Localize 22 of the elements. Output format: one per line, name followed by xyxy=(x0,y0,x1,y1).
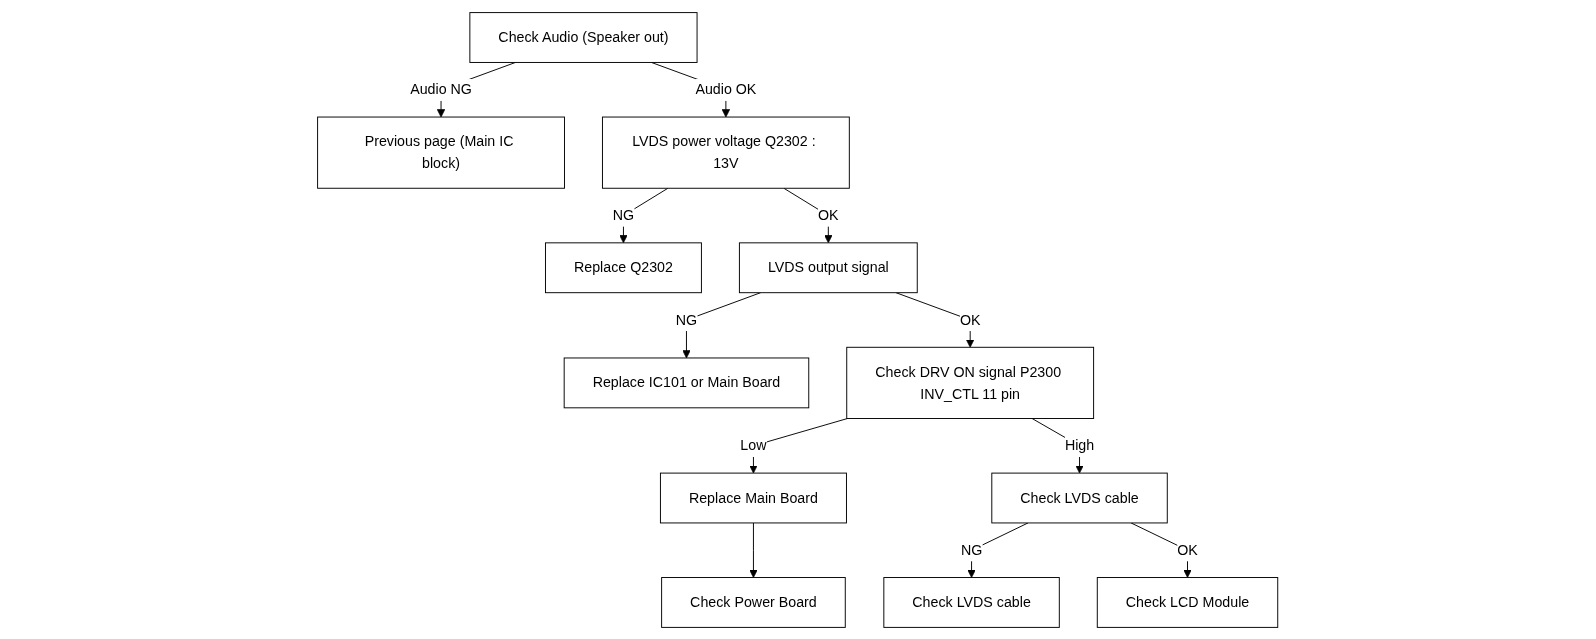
edge-label: Audio OK xyxy=(695,80,757,97)
node-box: Previous page (Main IC block) xyxy=(317,116,566,189)
node-box: Check LCD Module xyxy=(1097,576,1279,628)
node-box: Check Power Board xyxy=(661,576,847,628)
node-box: Replace Q2302 xyxy=(545,241,703,293)
edge-label: NG xyxy=(961,540,983,558)
node-box: Replace IC101 or Main Board xyxy=(564,357,810,408)
edge-label: OK xyxy=(1177,540,1199,558)
edge-label: High xyxy=(1065,436,1095,453)
edge-label: NG xyxy=(613,206,635,223)
edge-label: Audio NG xyxy=(410,80,473,97)
edge-label: OK xyxy=(818,206,839,223)
node-box: Check DRV ON signal P2300 INV_CTL 11 pin xyxy=(846,346,1095,419)
node-box: Check Audio (Speaker out) xyxy=(469,11,698,63)
node-box: LVDS power voltage Q2302 : 13V xyxy=(602,116,851,189)
node-box: LVDS output signal xyxy=(739,241,919,293)
edge-label: Low xyxy=(740,436,767,453)
edge-label: OK xyxy=(960,310,981,327)
node-box: Replace Main Board xyxy=(660,472,848,523)
node-box: Check LVDS cable xyxy=(991,472,1169,523)
node-box: Check LVDS cable xyxy=(883,576,1061,628)
edge-label: NG xyxy=(676,310,698,327)
